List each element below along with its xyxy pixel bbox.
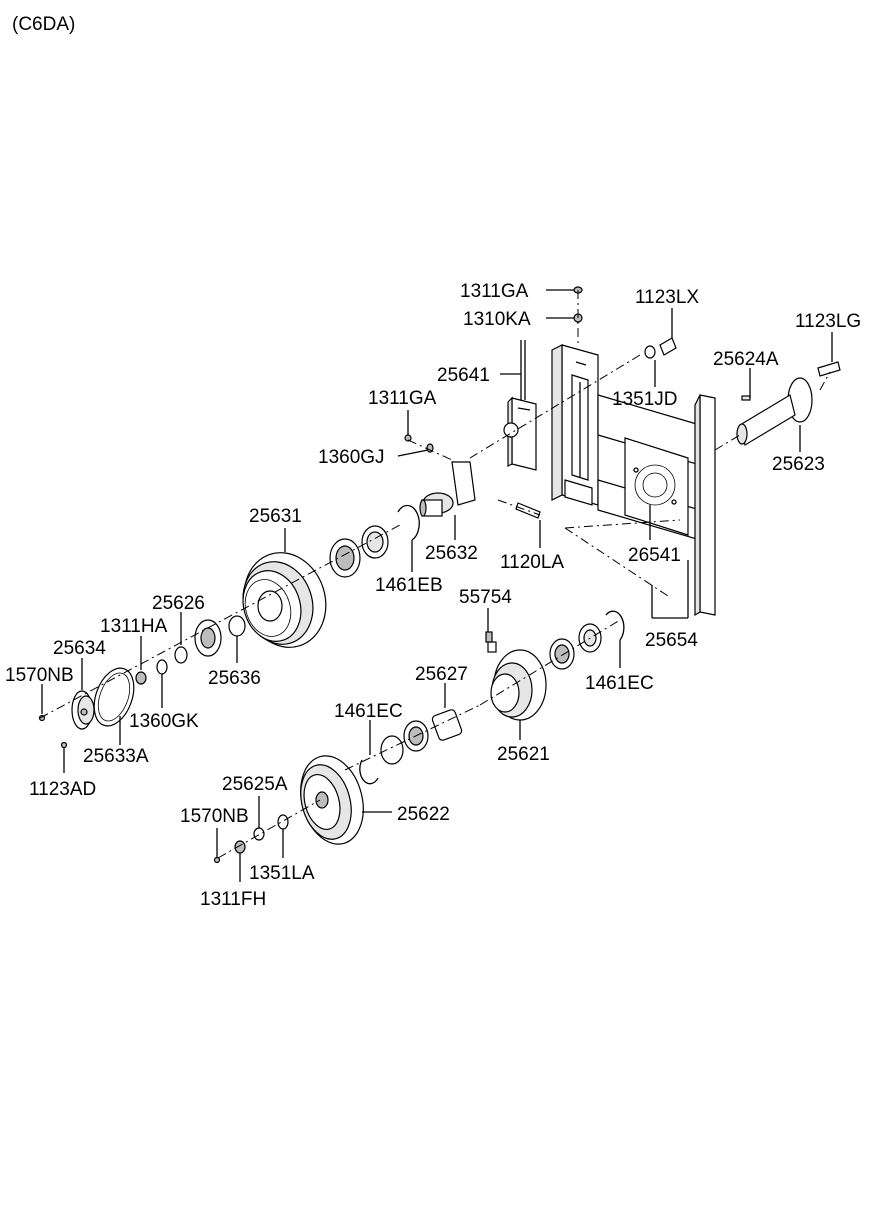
label-25641: 25641 bbox=[437, 365, 490, 386]
assembly-axes bbox=[39, 290, 831, 859]
label-1120LA: 1120LA bbox=[500, 552, 564, 573]
label-25654: 25654 bbox=[645, 630, 698, 651]
adjust-bolt-25641 bbox=[503, 340, 537, 471]
label-25621: 25621 bbox=[497, 744, 550, 765]
pulley-25622 bbox=[213, 755, 364, 864]
label-1311GA-mid: 1311GA bbox=[368, 388, 437, 409]
label-1311GA-top: 1311GA bbox=[460, 281, 529, 302]
leader-lines bbox=[41, 289, 833, 882]
cover-25634 bbox=[38, 667, 135, 749]
part-labels: 1311GA 1310KA 1123LX 1123LG 25624A 25641… bbox=[5, 281, 861, 910]
label-25625A: 25625A bbox=[222, 774, 288, 795]
label-1360GJ: 1360GJ bbox=[318, 447, 385, 468]
label-1461EB: 1461EB bbox=[375, 575, 443, 596]
label-55754: 55754 bbox=[459, 587, 512, 608]
hub-25621 bbox=[487, 641, 547, 721]
label-1123AD: 1123AD bbox=[29, 779, 96, 800]
diagram-code: (C6DA) bbox=[12, 14, 75, 35]
label-1311FH: 1311FH bbox=[200, 889, 266, 910]
label-1570NB-left: 1570NB bbox=[5, 665, 74, 686]
label-26541: 26541 bbox=[628, 545, 681, 566]
label-1123LX: 1123LX bbox=[635, 287, 699, 308]
label-25627: 25627 bbox=[415, 664, 468, 685]
label-25632: 25632 bbox=[425, 543, 478, 564]
label-25623: 25623 bbox=[772, 454, 825, 475]
label-25636: 25636 bbox=[208, 668, 261, 689]
idler-arm-25632 bbox=[419, 461, 476, 517]
pulley-25631 bbox=[242, 552, 327, 648]
label-25622: 25622 bbox=[397, 804, 450, 825]
label-1351JD: 1351JD bbox=[612, 389, 678, 410]
shaft-25623 bbox=[736, 361, 841, 446]
label-1461EC-mid: 1461EC bbox=[334, 701, 403, 722]
label-1570NB-bottom: 1570NB bbox=[180, 806, 249, 827]
label-25624A: 25624A bbox=[713, 349, 779, 370]
label-1461EC-right: 1461EC bbox=[585, 673, 654, 694]
label-1360GK: 1360GK bbox=[129, 711, 199, 732]
label-1310KA: 1310KA bbox=[463, 309, 531, 330]
label-1351LA: 1351LA bbox=[249, 863, 315, 884]
label-1311HA: 1311HA bbox=[100, 616, 168, 637]
mounting-bracket-26541 bbox=[551, 344, 716, 617]
label-25626: 25626 bbox=[152, 593, 205, 614]
label-25634: 25634 bbox=[53, 638, 106, 659]
label-25631: 25631 bbox=[249, 506, 302, 527]
label-25633A: 25633A bbox=[83, 746, 149, 767]
label-1123LG: 1123LG bbox=[795, 311, 861, 332]
